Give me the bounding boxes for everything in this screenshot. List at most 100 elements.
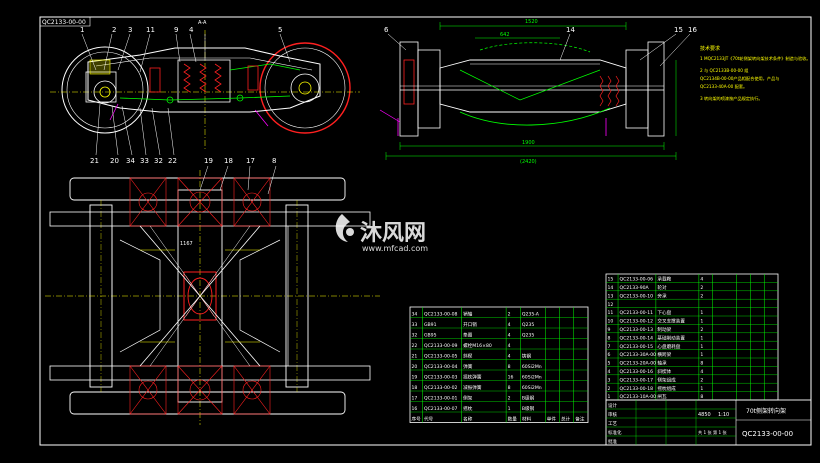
end-callout-15: 15 — [674, 26, 683, 34]
parts-list-left-cell: 16 — [508, 375, 514, 381]
tech-note-5: 3 转向架的喷漆按产品规定执行。 — [700, 95, 763, 102]
parts-list-left-cell: 1 — [508, 406, 511, 412]
parts-list-right-cell: 10 — [608, 319, 614, 325]
parts-list-left-cell: 16 — [412, 406, 418, 412]
title-block-label: 设计 — [608, 402, 617, 409]
parts-list-right-cell: 8 — [700, 361, 703, 367]
side-callout-32: 32 — [154, 157, 163, 165]
parts-list-right-cell: 轴承 — [657, 360, 667, 367]
title-block-weight: 4850 — [698, 412, 711, 418]
title-block-code: QC2133-00-00 — [742, 430, 793, 438]
parts-list-left-header-cell: 材料 — [522, 416, 532, 423]
parts-list-left-cell: 8 — [508, 364, 511, 370]
parts-list-left-cell: 4 — [508, 322, 511, 328]
parts-list-right-cell: 侧架组成 — [657, 376, 676, 383]
parts-list-right-cell: 15 — [608, 277, 614, 283]
parts-list-left-header-cell: 单件 — [547, 416, 557, 423]
parts-list-right-cell: QC2133-00-15 — [620, 344, 654, 350]
plan-dim: 1167 — [180, 241, 193, 247]
parts-list-right-cell: 斜楔体 — [657, 368, 671, 375]
side-callout-2: 2 — [112, 26, 116, 34]
parts-list-right-cell: 11 — [608, 310, 614, 316]
parts-list-right-cell: QC2133-10A-00 — [620, 394, 657, 400]
parts-list-left-cell: QC2133-00-03 — [424, 375, 458, 381]
parts-list-left-cell: 22 — [412, 343, 418, 349]
parts-list-left-cell: 弹簧 — [463, 363, 473, 370]
end-dim-bottom2: (2420) — [520, 159, 537, 165]
parts-list-right-cell: 2 — [608, 386, 611, 392]
parts-list-left-cell: 33 — [412, 322, 418, 328]
title-block-name: 70t侧架转向架 — [746, 407, 786, 415]
parts-list-right-cell: QC2133-20A-00 — [620, 361, 657, 367]
watermark-logo-icon — [335, 214, 350, 242]
plan-callout-18: 18 — [224, 157, 233, 165]
parts-list-left-cell: 4 — [508, 354, 511, 360]
parts-list-left-cell: 19 — [412, 375, 418, 381]
parts-list-left-header-cell: 名称 — [463, 416, 473, 423]
end-dim-top: 1520 — [525, 19, 538, 25]
side-callout-4: 4 — [189, 26, 194, 34]
tech-note-0: 技术要求 — [700, 45, 720, 52]
parts-list-right-cell: 横跨梁 — [657, 351, 671, 358]
left-wheel — [61, 46, 149, 134]
parts-list-left-cell: 18 — [412, 385, 418, 391]
parts-list-left-cell: B级钢 — [522, 395, 535, 402]
side-callout-34: 34 — [126, 157, 135, 165]
parts-list-right-cell: 2 — [700, 285, 703, 291]
end-view: 6 14 15 16 1520 642 1900 (2420) 技术要求 1 M… — [379, 19, 811, 165]
parts-list-right-cell: QC2133-00-18 — [620, 386, 654, 392]
parts-list-left-header-cell: 总计 — [561, 416, 571, 423]
title-block-sheet: 共 1 张 第 1 张 — [698, 429, 728, 436]
parts-list-left-cell: QC2133-00-05 — [424, 354, 458, 360]
parts-list-right-cell: 14 — [608, 285, 614, 291]
parts-list-left-cell: 8 — [508, 385, 511, 391]
parts-list-right-cell: 1 — [700, 319, 703, 325]
parts-list-left-cell: 4 — [508, 343, 511, 349]
parts-list-right-cell: 2 — [700, 327, 703, 333]
parts-list-left-cell: QC2133-00-04 — [424, 364, 458, 370]
parts-list-right-cell: 6 — [608, 352, 611, 358]
plan-callout-19: 19 — [204, 157, 213, 165]
parts-list-right-cell: QC2133-00-06 — [620, 277, 654, 283]
parts-list-left-cell: 铸钢 — [522, 353, 532, 360]
parts-list-left-cell: 17 — [412, 396, 418, 402]
parts-list-left-header-cell: 数量 — [508, 416, 518, 423]
parts-list-left-cell: Q235 — [522, 333, 534, 339]
side-callout-20: 20 — [110, 157, 119, 165]
parts-list-left-border — [409, 306, 589, 423]
code-stamp-box — [39, 16, 91, 27]
tech-note-3: QC2134B-00-00产品相配合使用，产品与 — [700, 75, 780, 82]
parts-list-right-cell: QC2133-00-14 — [620, 335, 654, 341]
title-block-label: 审核 — [608, 411, 617, 418]
end-dim-bottom1: 1900 — [522, 140, 535, 146]
title-block-label: 工艺 — [608, 421, 617, 427]
side-callout-5: 5 — [278, 26, 282, 34]
parts-list-left-header-cell: 代号 — [424, 416, 434, 423]
parts-list-right-cell: 13 — [608, 293, 614, 299]
parts-list-left-cell: 60Si2Mn — [522, 375, 542, 381]
plan-view: 19 18 17 8 1167 — [45, 157, 380, 425]
parts-list-right-cell: QC2133-00-16 — [620, 369, 654, 375]
parts-list-right-cell: 12 — [608, 302, 614, 308]
parts-list-left-cell: 开口销 — [463, 321, 477, 328]
watermark-brand: 沐风网 — [360, 221, 426, 246]
side-section-aa: A-A — [198, 20, 207, 26]
end-callout-16: 16 — [688, 26, 697, 34]
parts-list-right-cell: 摇枕组成 — [657, 385, 676, 392]
parts-list-left-cell: 摇枕弹簧 — [463, 374, 482, 381]
parts-list-left-cell: GB95 — [424, 333, 437, 339]
side-view: 1 2 3 11 9 4 A-A 5 21 20 34 33 32 22 — [50, 20, 360, 165]
side-callout-22: 22 — [168, 157, 177, 165]
watermark: 沐风网 www.mfcad.com — [335, 214, 428, 253]
parts-list-right-cell: 1 — [700, 344, 703, 350]
parts-list-right-cell: 5 — [608, 361, 611, 367]
parts-list-left-cell: B级钢 — [522, 405, 535, 412]
parts-list-left-cell: 销轴 — [463, 311, 473, 318]
parts-list-right-cell: 7 — [608, 344, 611, 350]
end-callout-14: 14 — [566, 26, 575, 34]
parts-list-left-cell: 60Si2Mn — [522, 385, 542, 391]
parts-list-right-cell: QC2133-90A — [620, 285, 650, 291]
parts-list-right-cell: 8 — [700, 394, 703, 400]
